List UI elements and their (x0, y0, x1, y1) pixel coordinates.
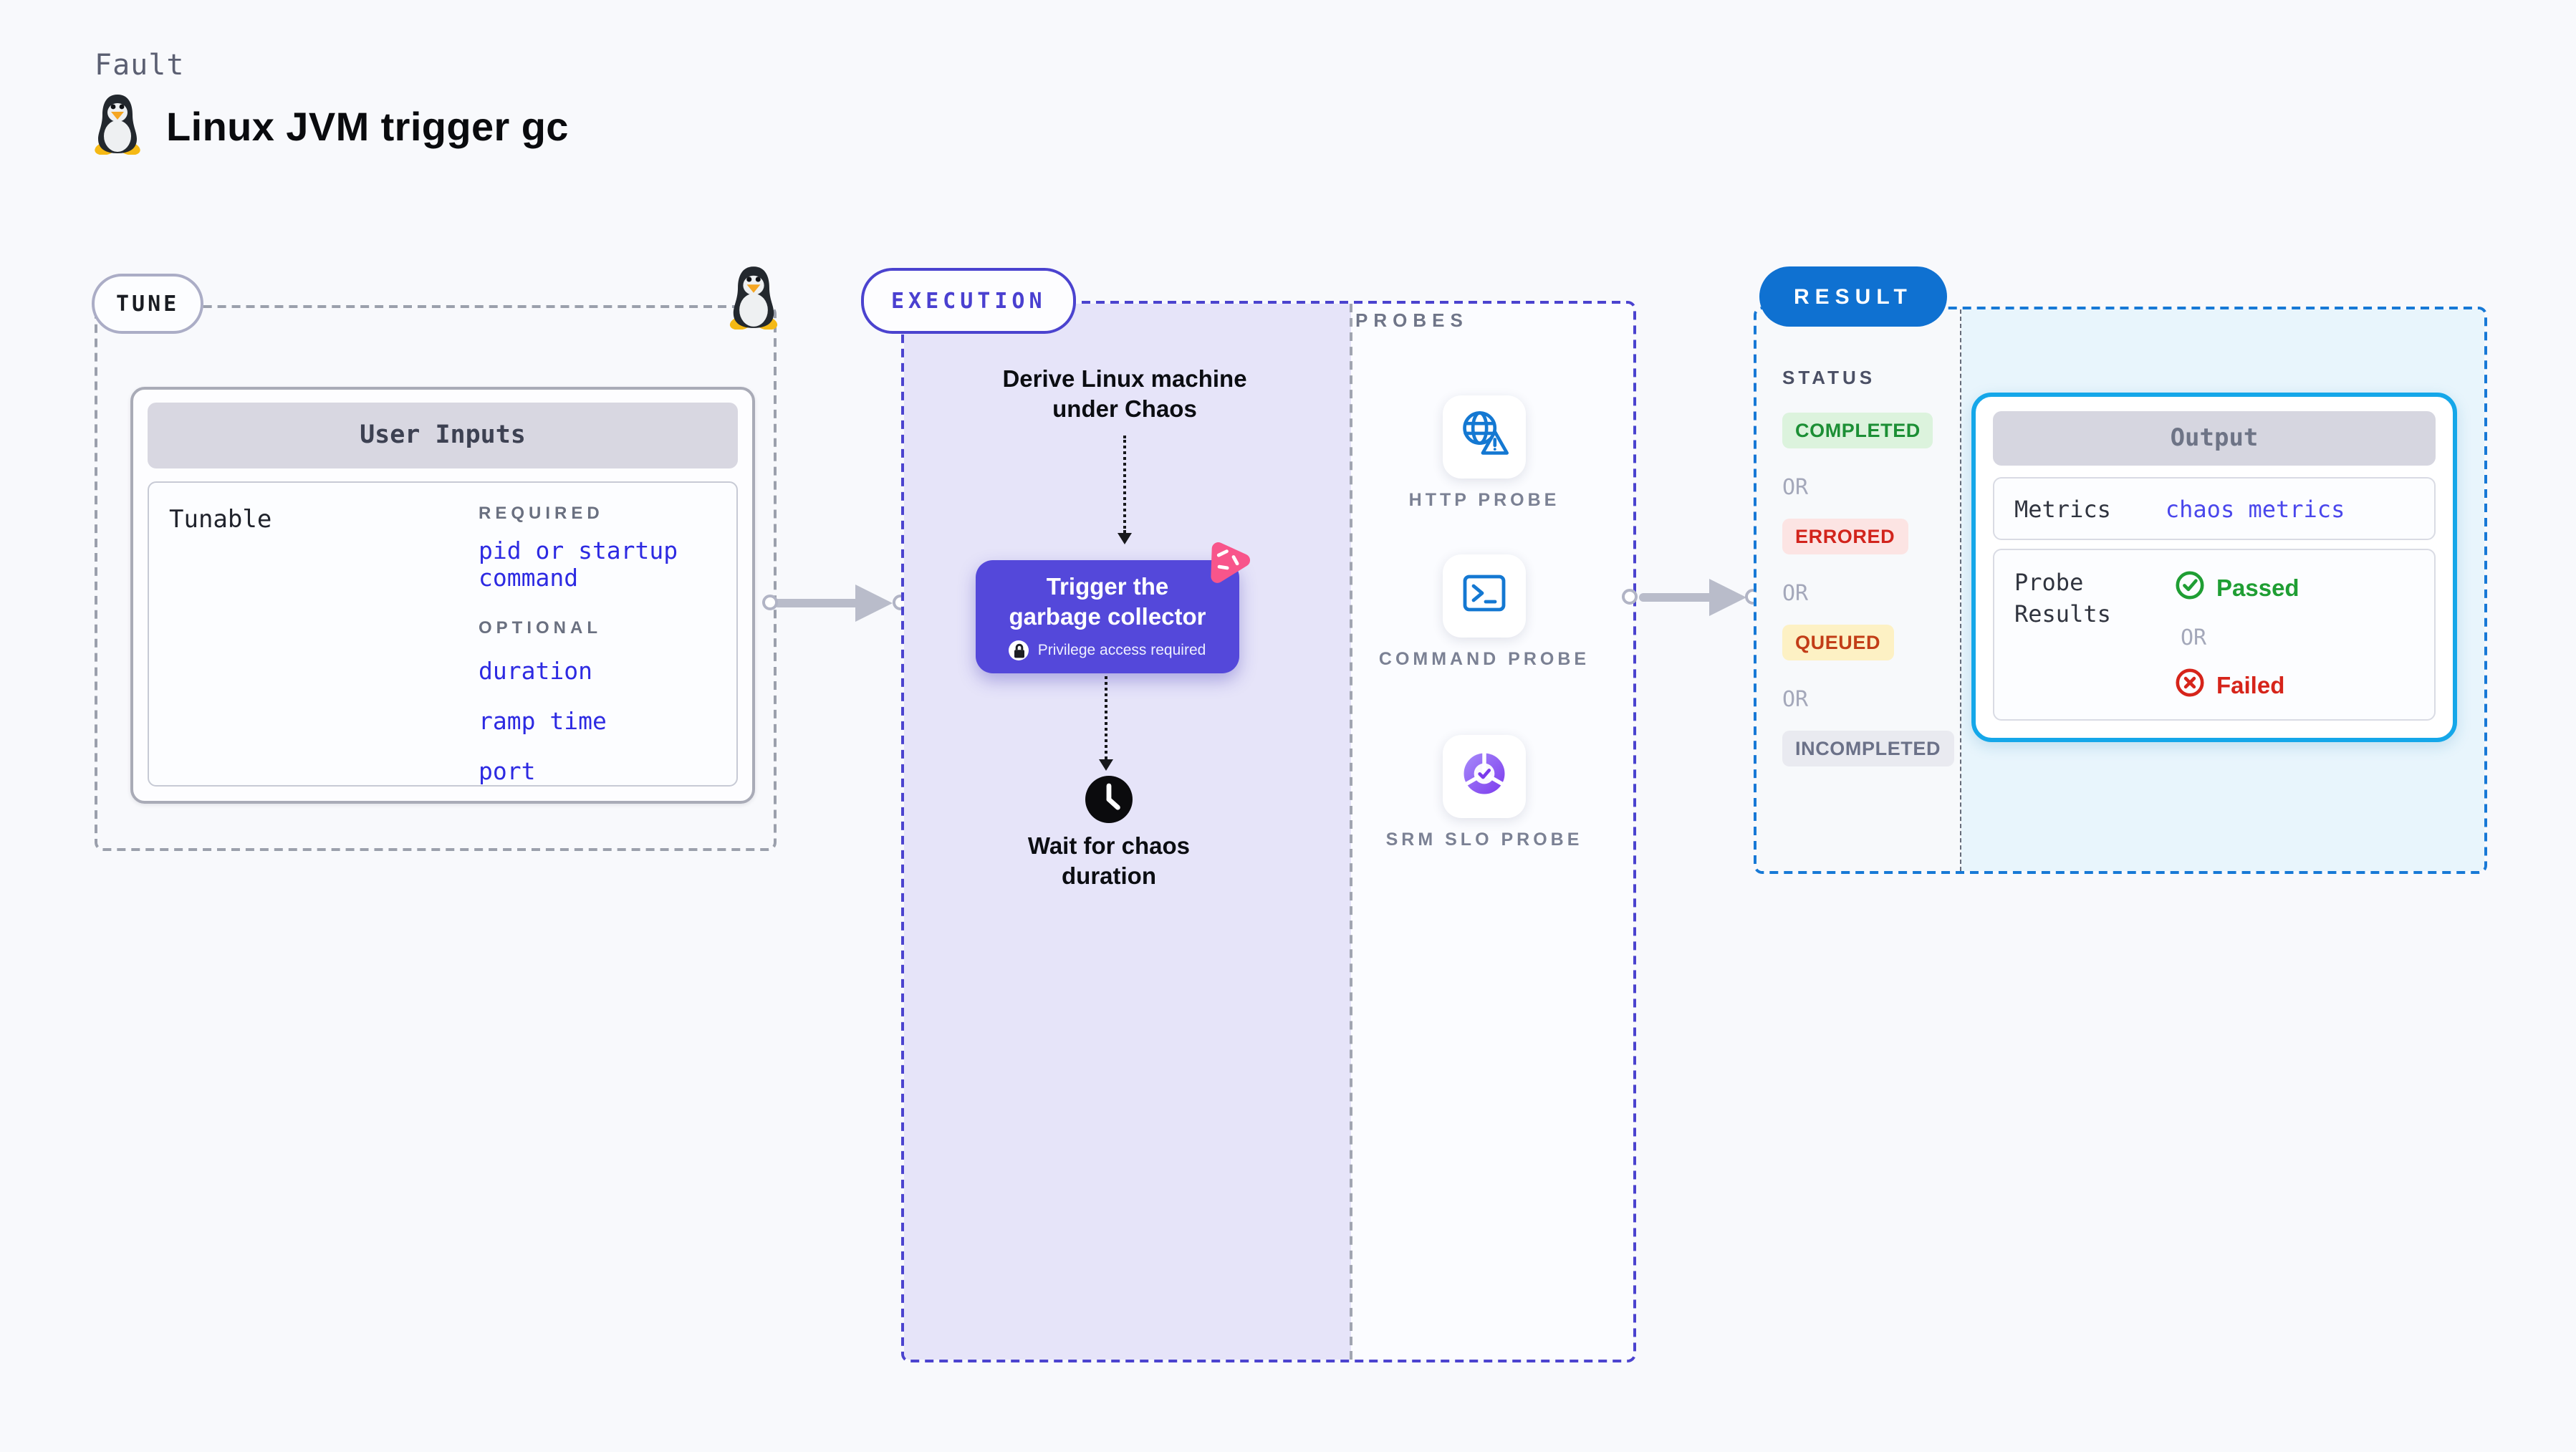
optional-label: OPTIONAL (479, 617, 602, 638)
tunable-panel: Tunable REQUIRED pid or startup command … (148, 481, 738, 787)
globe-alert-icon (1457, 406, 1512, 468)
probe-results-label: Probe Results (2014, 569, 2111, 628)
tunable-label: Tunable (169, 506, 272, 534)
lock-icon (1009, 640, 1029, 660)
parameter-list: REQUIRED pid or startup command OPTIONAL… (479, 503, 736, 785)
x-circle-icon (2175, 668, 2205, 705)
derive-machine-text: Derive Linux machine under Chaos (1002, 367, 1247, 423)
page-title: Linux JVM trigger gc (166, 104, 569, 148)
execution-section-box (901, 301, 1636, 1362)
title-row: Linux JVM trigger gc (89, 92, 569, 162)
param-ramp-time[interactable]: ramp time (479, 708, 607, 735)
execution-to-result-arrowhead (1709, 579, 1746, 616)
execution-lane (904, 304, 1351, 1360)
privilege-note: Privilege access required (1037, 642, 1206, 659)
lane-divider (1350, 304, 1352, 1360)
passed-label: Passed (2216, 575, 2299, 601)
output-header: Output (1993, 411, 2436, 466)
status-lane (1756, 309, 1961, 871)
metrics-row: Metrics chaos metrics (1993, 477, 2436, 540)
connector-dot (1622, 589, 1638, 605)
flow-arrowhead (1099, 759, 1113, 771)
fault-kicker: Fault (95, 47, 185, 82)
srm-slo-probe-label: SRM SLO PROBE (1385, 830, 1583, 850)
linux-penguin-icon (724, 264, 784, 337)
status-label: STATUS (1782, 367, 1876, 388)
or-separator: OR (2181, 625, 2207, 650)
required-label: REQUIRED (479, 503, 604, 523)
slo-donut-icon (1457, 746, 1512, 807)
pass-fail-column: Passed OR Failed (2175, 570, 2299, 705)
or-separator: OR (1782, 686, 1809, 712)
execution-to-result-arrow (1639, 593, 1718, 602)
param-pid-or-startup-command[interactable]: pid or startup command (479, 537, 678, 592)
command-probe-label: COMMAND PROBE (1378, 649, 1590, 669)
linux-penguin-icon (89, 92, 146, 162)
or-separator: OR (1782, 580, 1809, 606)
failed-row: Failed (2175, 668, 2299, 705)
terminal-icon (1458, 567, 1510, 625)
passed-row: Passed (2175, 570, 2299, 607)
metrics-label: Metrics (2014, 495, 2111, 522)
probes-label: PROBES (1355, 309, 1469, 331)
tune-section-box (95, 305, 777, 851)
privilege-row: Privilege access required (976, 640, 1239, 660)
status-badge-incompleted: INCOMPLETED (1782, 731, 1954, 766)
probes-lane (1351, 304, 1633, 1360)
clock-icon (1083, 774, 1135, 832)
failed-label: Failed (2216, 673, 2285, 698)
check-circle-icon (2175, 570, 2205, 607)
tune-to-execution-arrow (774, 599, 860, 607)
or-separator: OR (1782, 474, 1809, 500)
execution-pill[interactable]: EXECUTION (861, 268, 1077, 334)
output-card: Output Metrics chaos metrics Probe Resul… (1971, 393, 2457, 742)
metrics-value-link[interactable]: chaos metrics (2165, 495, 2345, 522)
param-port[interactable]: port (479, 758, 536, 785)
probe-results-row: Probe Results Passed OR (1993, 549, 2436, 721)
flow-dotted-line (1123, 436, 1126, 533)
lane-divider (1960, 309, 1961, 871)
http-probe-label: HTTP PROBE (1408, 490, 1560, 510)
user-inputs-card: User Inputs Tunable REQUIRED pid or star… (130, 387, 755, 804)
srm-slo-probe-card[interactable] (1443, 735, 1526, 818)
wait-duration-text: Wait for chaos duration (1027, 834, 1191, 890)
connector-dot (762, 595, 778, 610)
status-badge-completed: COMPLETED (1782, 413, 1933, 448)
user-inputs-header: User Inputs (148, 403, 738, 468)
param-duration[interactable]: duration (479, 658, 592, 685)
command-probe-card[interactable] (1443, 554, 1526, 638)
tune-to-execution-arrowhead (855, 585, 893, 622)
flow-arrowhead (1118, 533, 1132, 544)
status-badge-errored: ERRORED (1782, 519, 1908, 554)
chaos-experiment-icon (1201, 536, 1255, 595)
http-probe-card[interactable] (1443, 395, 1526, 479)
status-badge-queued: QUEUED (1782, 625, 1894, 660)
tune-pill[interactable]: TUNE (92, 274, 204, 334)
trigger-gc-title: Trigger the garbage collector (1009, 574, 1206, 630)
trigger-gc-button[interactable]: Trigger the garbage collector Privilege … (976, 560, 1239, 673)
result-pill[interactable]: RESULT (1759, 266, 1947, 327)
flow-dotted-line (1105, 676, 1107, 759)
